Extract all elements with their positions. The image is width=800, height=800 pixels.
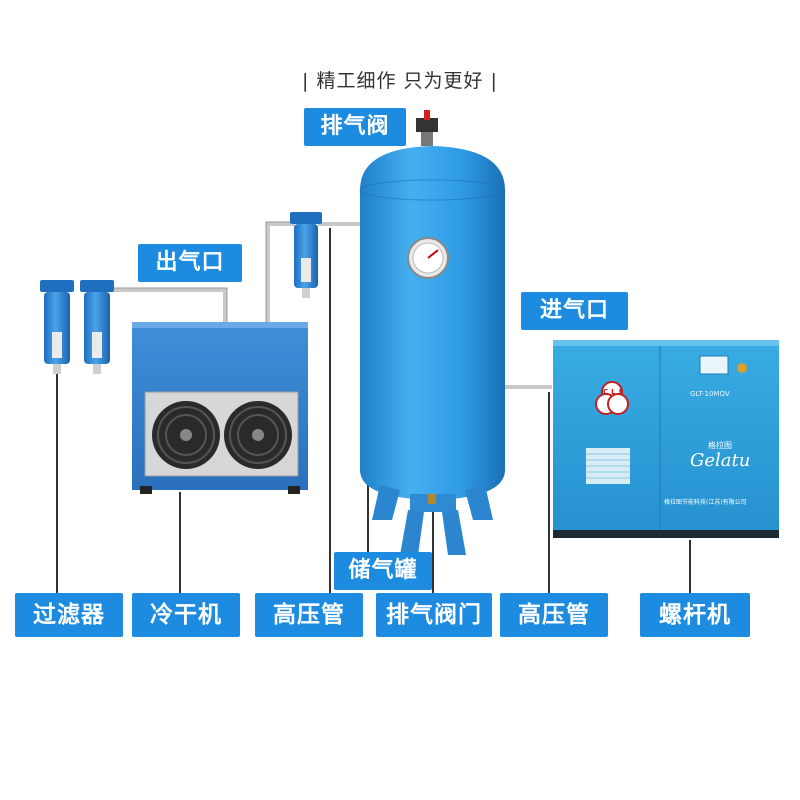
tagline: | 精工细作 只为更好 | bbox=[302, 70, 498, 92]
control-screen-icon bbox=[699, 355, 729, 375]
drain-valve-icon bbox=[428, 494, 436, 504]
bottom-label-high-pressure-pipe-right: 高压管 bbox=[500, 593, 608, 637]
compressor-company: 格拉图节能科技(江苏)有限公司 bbox=[664, 499, 747, 506]
pipe-dryer-to-filter bbox=[266, 222, 295, 322]
air-storage-tank bbox=[359, 110, 505, 555]
compressor-brand-script: Gelatu bbox=[690, 450, 751, 471]
bottom-label-dryer: 冷干机 bbox=[132, 593, 240, 637]
bottom-label-drain-valve: 排气阀门 bbox=[376, 593, 492, 637]
compressor-badge-text: CLE bbox=[603, 388, 627, 396]
bottom-label-filter: 过滤器 bbox=[15, 593, 123, 637]
filter-top bbox=[290, 212, 322, 298]
cle-badge-icon bbox=[595, 381, 629, 415]
label-storage-tank: 储气罐 bbox=[334, 552, 432, 590]
screw-compressor bbox=[553, 340, 779, 538]
compressor-brand-cn: 格拉图 bbox=[708, 441, 732, 450]
exhaust-valve-icon bbox=[416, 118, 438, 132]
pipes bbox=[100, 222, 552, 389]
compressor-model: GLT-10MOV bbox=[690, 390, 730, 398]
refrigerated-dryer bbox=[132, 322, 308, 494]
fan-left-icon bbox=[152, 401, 220, 469]
pipe-filters-to-dryer bbox=[100, 288, 227, 322]
label-air-inlet: 进气口 bbox=[521, 292, 628, 330]
filter-right bbox=[80, 280, 114, 374]
pressure-gauge-icon bbox=[407, 237, 449, 279]
label-exhaust-valve: 排气阀 bbox=[304, 108, 406, 146]
bottom-label-screw-compressor: 螺杆机 bbox=[640, 593, 750, 637]
filter-left bbox=[40, 280, 74, 374]
bottom-label-high-pressure-pipe-left: 高压管 bbox=[255, 593, 363, 637]
emergency-stop-icon bbox=[737, 363, 747, 373]
label-air-outlet: 出气口 bbox=[138, 244, 242, 282]
fan-right-icon bbox=[224, 401, 292, 469]
